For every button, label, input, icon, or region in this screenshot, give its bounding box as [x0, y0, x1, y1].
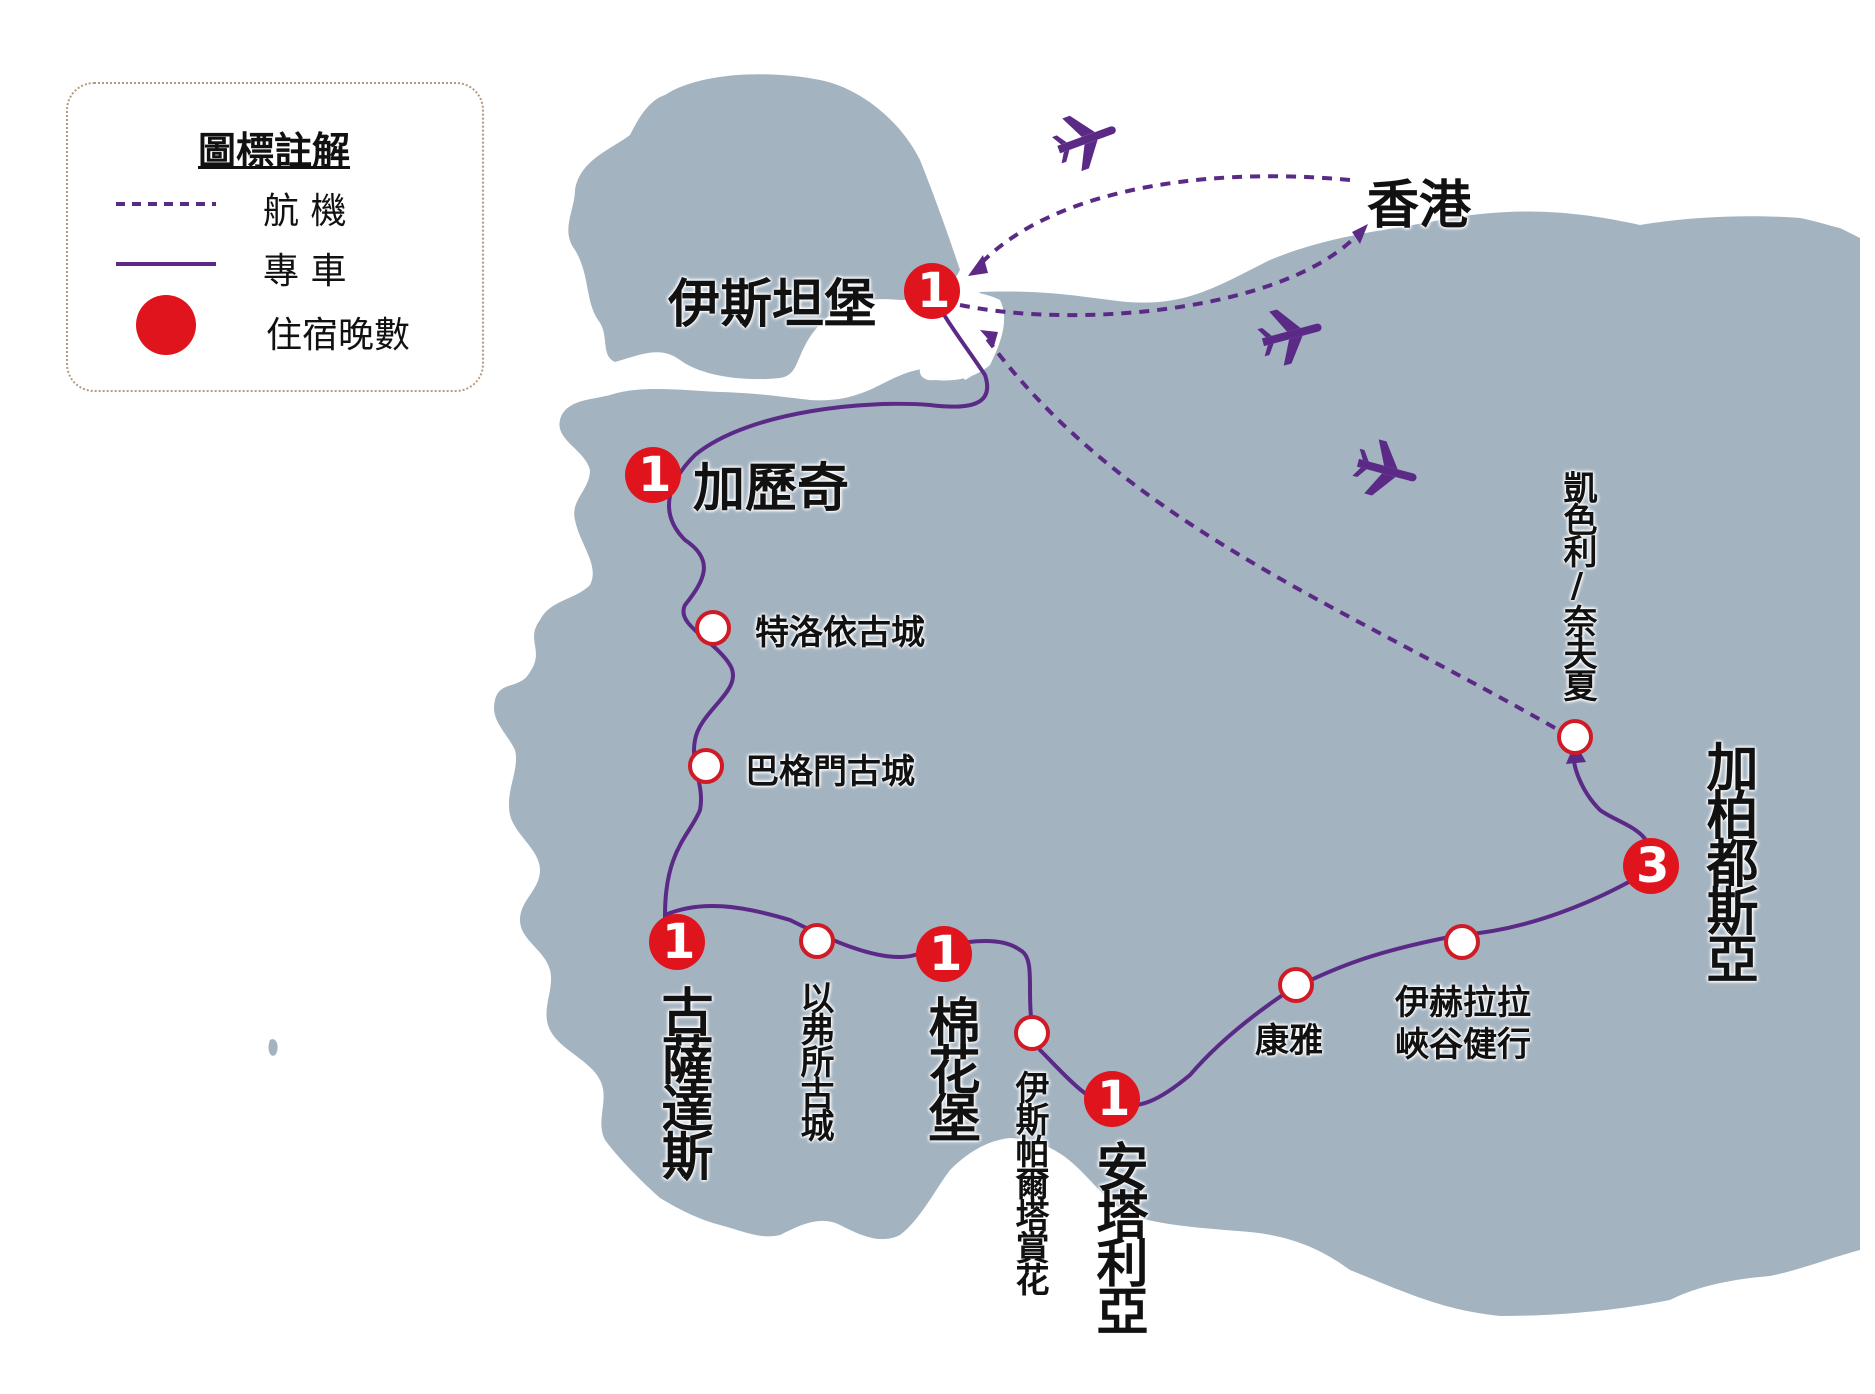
- stop-label-konya: 康雅: [1255, 1021, 1323, 1061]
- visit-stop-marker: [1444, 924, 1480, 960]
- legend-label-coach: 專 車: [263, 251, 347, 292]
- city-label-antalya: 安塔利亞: [1087, 1140, 1147, 1332]
- overnight-marker: [1084, 1071, 1140, 1127]
- stop-label-kayseri: 凱色利/奈夫夏: [1557, 470, 1597, 700]
- city-label-canakkale: 加歷奇: [693, 459, 850, 519]
- visit-stop-marker: [1014, 1015, 1050, 1051]
- legend-title: 圖標註解: [198, 129, 351, 173]
- legend-row-coach: 專 車: [68, 234, 482, 294]
- airplane-icon: [1052, 115, 1116, 172]
- airplane-icon: [1352, 439, 1417, 496]
- overnight-marker: [916, 926, 972, 982]
- flight-arrowheads: [968, 224, 1368, 346]
- legend: 圖標註解 航 機 專 車 住宿晚數: [66, 82, 484, 392]
- visit-stop-marker: [695, 610, 731, 646]
- legend-row-nights: 住宿晚數: [68, 294, 482, 356]
- city-label-kusadasi: 古薩達斯: [652, 985, 712, 1177]
- overnight-markers: [625, 263, 1679, 1127]
- nights-count: 3: [1636, 838, 1670, 894]
- city-label-cappadocia: 加柏都斯亞: [1697, 740, 1757, 980]
- visit-stop-marker: [799, 923, 835, 959]
- overnight-marker: [649, 914, 705, 970]
- stop-label-ephesus: 以弗所古城: [794, 980, 834, 1140]
- overnight-marker: [625, 447, 681, 503]
- legend-label-flight: 航 機: [263, 191, 347, 232]
- solid-line-icon: [116, 262, 216, 266]
- overnight-marker: [904, 263, 960, 319]
- stop-label-pergamon: 巴格門古城: [745, 752, 915, 792]
- city-label-istanbul: 伊斯坦堡: [668, 275, 877, 335]
- overnight-marker: [1623, 838, 1679, 894]
- stop-label-ihlara-line2: 峽谷健行: [1395, 1025, 1531, 1065]
- flight-path-kayseri-to-istanbul: [983, 334, 1556, 730]
- coach-route: [662, 289, 1654, 1109]
- nights-count: 1: [917, 263, 951, 319]
- nights-count: 1: [929, 926, 963, 982]
- red-dot-icon: [136, 295, 196, 355]
- landmass: [268, 74, 1861, 1317]
- nights-count: 1: [1097, 1071, 1131, 1127]
- stop-label-ihlara-line1: 伊赫拉拉: [1395, 983, 1531, 1023]
- dashed-line-icon: [116, 202, 216, 206]
- city-label-hong-kong: 香港: [1367, 176, 1472, 236]
- stop-label-isparta: 伊斯帕爾塔賞花: [1009, 1070, 1049, 1294]
- visit-stop-marker: [1278, 967, 1314, 1003]
- airplane-icon: [1257, 309, 1322, 366]
- nights-count: 1: [662, 914, 696, 970]
- legend-label-nights: 住宿晚數: [266, 315, 411, 356]
- flight-paths: [959, 174, 1556, 730]
- flight-path-hk-to-istanbul: [973, 174, 1351, 272]
- visit-stop-marker: [688, 748, 724, 784]
- visit-stop-markers: [688, 610, 1593, 1051]
- nights-count: 1: [638, 447, 672, 503]
- city-label-pamukkale: 棉花堡: [919, 995, 979, 1139]
- visit-stop-marker: [1557, 719, 1593, 755]
- flight-path-istanbul-to-hk: [959, 230, 1362, 318]
- legend-row-flight: 航 機: [68, 174, 482, 234]
- stop-label-troy: 特洛依古城: [755, 613, 925, 653]
